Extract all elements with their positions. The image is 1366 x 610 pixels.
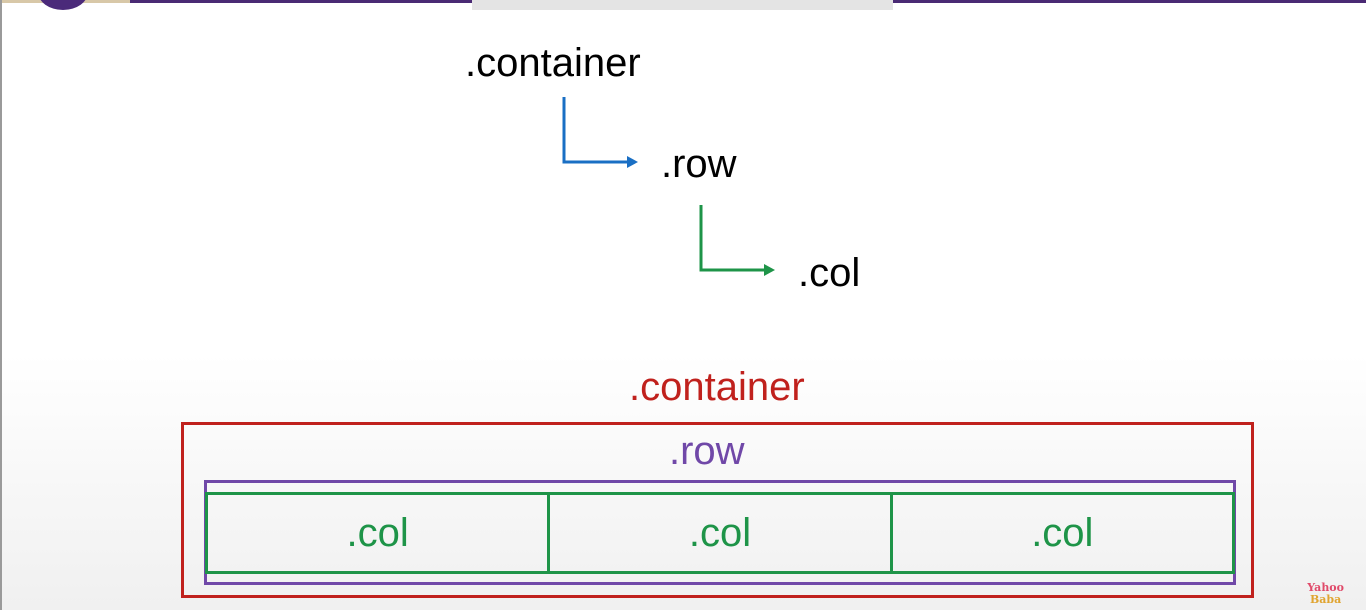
layout-container-label: .container	[629, 365, 805, 409]
columns-group: .col.col.col	[205, 492, 1235, 574]
tree-row-label: .row	[661, 142, 737, 186]
row-to-col-arrow	[699, 205, 775, 276]
channel-watermark: Yahoo Baba	[1307, 582, 1344, 606]
container-to-row-arrow	[562, 97, 638, 168]
tree-container-label: .container	[465, 41, 641, 85]
watermark-line2: Baba	[1309, 593, 1342, 606]
top-tab-bar	[472, 0, 893, 10]
tree-col-label: .col	[798, 251, 861, 295]
col-cell: .col	[1031, 510, 1094, 555]
layout-row-label: .row	[669, 429, 745, 473]
col-cell: .col	[208, 495, 551, 571]
left-edge-line	[0, 0, 2, 610]
container-box	[181, 422, 1254, 598]
watermark-line1: Yahoo	[1307, 581, 1344, 594]
channel-logo	[38, 0, 88, 10]
col-cell: .col	[550, 495, 893, 571]
